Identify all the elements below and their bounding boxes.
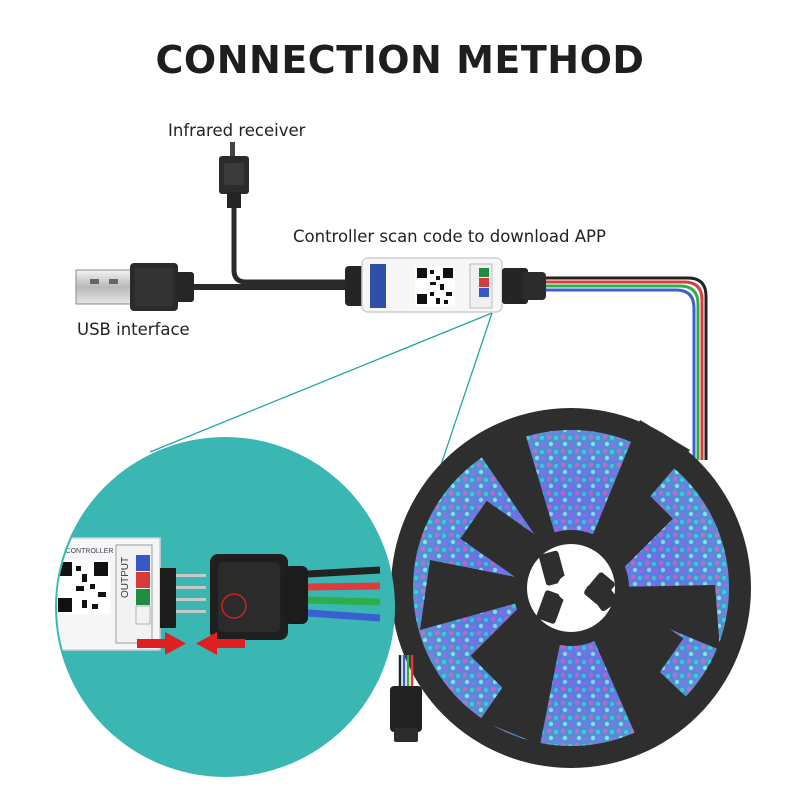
- page-title: CONNECTION METHOD: [155, 38, 645, 82]
- dc-connector-icon: [390, 655, 422, 742]
- led-strip-reel: [391, 408, 751, 768]
- output-marking: OUTPUT: [120, 557, 131, 598]
- qr-code-icon: [415, 266, 455, 306]
- controller-module: [345, 257, 546, 313]
- zoom-detail: OUTPUT LED CONTROLLER: [50, 437, 395, 777]
- controller-label: Controller scan code to download APP: [293, 227, 606, 246]
- infrared-receiver-label: Infrared receiver: [168, 121, 306, 140]
- infrared-connector-icon: [219, 142, 352, 285]
- usb-plug-icon: [75, 263, 352, 311]
- arrow-right-icon: [137, 632, 186, 655]
- ribbon-wire: [546, 276, 708, 460]
- usb-interface-label: USB interface: [77, 320, 190, 339]
- brand-marking: LED CONTROLLER: [50, 548, 113, 555]
- arrow-left-icon: [196, 632, 245, 655]
